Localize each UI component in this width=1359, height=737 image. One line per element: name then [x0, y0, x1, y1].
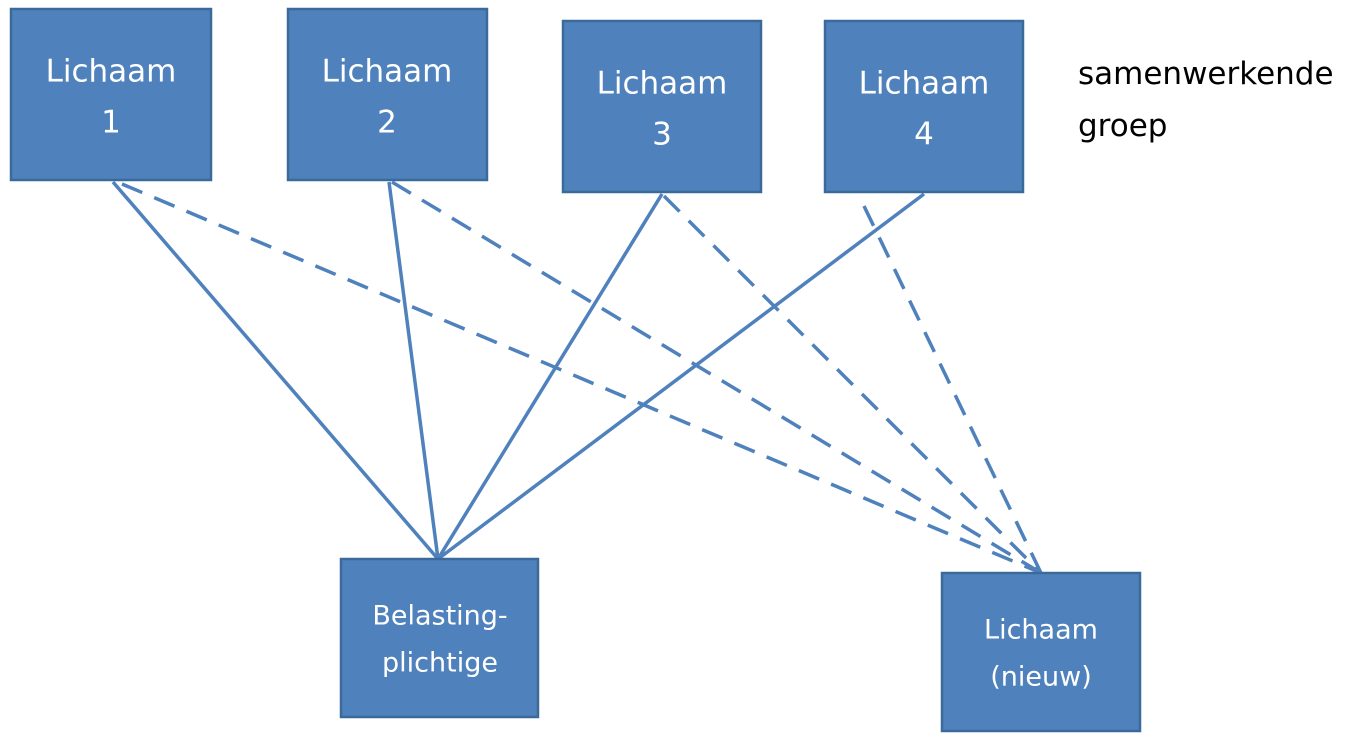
link-lichaam2-to-lichaam_nieuw [391, 180, 1042, 575]
node-lichaam-4-label-line2: 4 [914, 117, 934, 153]
link-lichaam4-to-lichaam_nieuw [862, 205, 1043, 574]
node-lichaam-nieuw-label-line2: (nieuw) [990, 662, 1092, 693]
link-lichaam1-to-belastingplichtige [111, 180, 440, 561]
node-lichaam-3-box [561, 19, 763, 194]
node-belastingplichtige-label-line1: Belasting- [372, 601, 507, 632]
node-belastingplichtige-box [339, 557, 540, 719]
link-lichaam3-to-lichaam_nieuw [662, 194, 1043, 575]
node-belastingplichtige-label-line2: plichtige [382, 648, 498, 679]
link-lichaam1-to-lichaam_nieuw [121, 182, 1042, 575]
node-lichaam-4-label-line1: Lichaam [859, 66, 990, 102]
node-lichaam-2-label-line1: Lichaam [322, 54, 453, 90]
node-lichaam-1: Lichaam 1 [9, 7, 213, 182]
node-lichaam-2-label-line2: 2 [377, 105, 397, 141]
node-lichaam-3: Lichaam 3 [561, 19, 763, 194]
node-lichaam-2-box [286, 7, 489, 182]
node-lichaam-4: Lichaam 4 [823, 19, 1025, 194]
node-lichaam-1-box [9, 7, 213, 182]
link-lichaam3-to-belastingplichtige [436, 193, 664, 560]
node-lichaam-3-label-line2: 3 [652, 117, 672, 153]
node-lichaam-3-label-line1: Lichaam [597, 66, 728, 102]
node-lichaam-nieuw-label-line1: Lichaam [984, 615, 1098, 646]
node-lichaam-nieuw-box [940, 571, 1142, 733]
group-caption-line1: samenwerkende [1078, 56, 1334, 92]
link-lichaam4-to-belastingplichtige [436, 192, 926, 561]
node-lichaam-1-label-line1: Lichaam [46, 54, 177, 90]
link-lichaam2-to-belastingplichtige [387, 181, 440, 560]
node-lichaam-4-box [823, 19, 1025, 194]
node-lichaam-nieuw: Lichaam (nieuw) [940, 571, 1142, 733]
group-caption: samenwerkende groep [1078, 56, 1334, 144]
group-caption-line2: groep [1078, 108, 1167, 144]
node-lichaam-2: Lichaam 2 [286, 7, 489, 182]
node-lichaam-1-label-line2: 1 [101, 105, 121, 141]
links-layer [111, 180, 1043, 575]
node-belastingplichtige: Belasting- plichtige [339, 557, 540, 719]
